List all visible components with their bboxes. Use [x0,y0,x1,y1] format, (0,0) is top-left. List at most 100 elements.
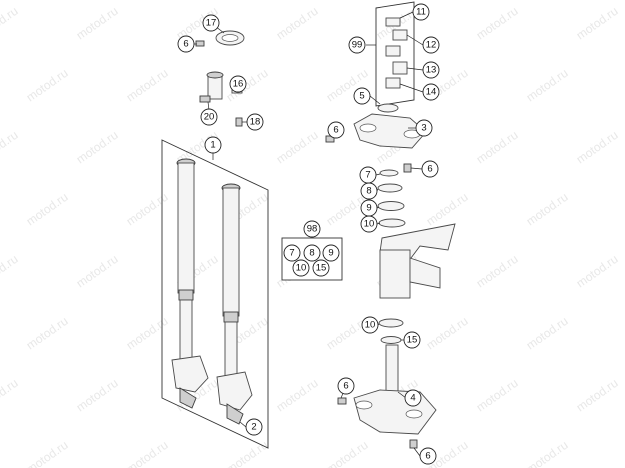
fork-leg-right [216,183,253,425]
callout-14: 14 [422,83,440,101]
callout-1: 1 [204,136,222,154]
svg-text:16: 16 [233,79,244,90]
svg-text:20: 20 [204,112,215,123]
screw-6-upper-left [325,135,335,143]
callout-6-top-left: 6 [177,35,195,53]
watermark-text: motod.ru [124,190,171,229]
svg-text:9: 9 [366,203,371,214]
watermark-text: motod.ru [474,128,521,167]
callout-6-upper-right: 6 [421,160,439,178]
callout-17: 17 [202,14,220,32]
watermark-text: motod.ru [0,4,21,43]
callout-15: 15 [403,331,421,349]
watermark-text: motod.ru [74,4,121,43]
callout-5: 5 [353,87,371,105]
callout-12: 12 [422,36,440,54]
watermark-text: motod.ru [24,314,71,353]
svg-text:4: 4 [410,393,415,404]
svg-text:14: 14 [426,87,437,98]
callout-4: 4 [404,389,422,407]
svg-text:10: 10 [296,263,307,274]
watermark-text: motod.ru [0,128,21,167]
watermark-text: motod.ru [224,438,271,468]
svg-text:15: 15 [316,263,327,274]
watermark-text: motod.ru [524,66,571,105]
watermark-text: motod.ru [274,128,321,167]
watermark-text: motod.ru [0,252,21,291]
callout-18: 18 [246,113,264,131]
watermark-text: motod.ru [0,376,21,415]
watermark-text: motod.ru [524,190,571,229]
svg-text:18: 18 [250,117,261,128]
callout-3: 3 [415,119,433,137]
watermark-text: motod.ru [74,128,121,167]
svg-text:98: 98 [307,224,318,235]
watermark-text: motod.ru [124,314,171,353]
callout-10-upper: 10 [360,215,378,233]
watermark-text: motod.ru [274,376,321,415]
svg-text:2: 2 [251,422,256,433]
callout-6-lower-left: 6 [337,377,355,395]
kit-callout-7: 7 [283,244,301,262]
svg-text:99: 99 [352,40,363,51]
watermark-text: motod.ru [74,252,121,291]
svg-text:6: 6 [343,381,348,392]
watermark-text: motod.ru [474,252,521,291]
bearing-stack-upper [377,169,406,228]
watermark-text: motod.ru [274,4,321,43]
kit-callout-15: 15 [312,259,330,277]
leader-lines [193,11,424,457]
svg-text:7: 7 [289,248,294,259]
screw-6-lower-right [409,439,418,449]
watermark-text: motod.ru [574,376,621,415]
svg-text:3: 3 [421,123,426,134]
callout-8: 8 [360,182,378,200]
watermark-text: motod.ru [24,438,71,468]
fork-assembly-box [161,139,269,449]
screw-6-lower-left [337,397,347,405]
svg-text:17: 17 [206,18,217,29]
fork-leg-left [171,158,209,409]
svg-text:6: 6 [427,164,432,175]
watermark-text: motod.ru [524,438,571,468]
lower-triple-clamp-4 [353,344,437,435]
svg-text:10: 10 [364,219,375,230]
watermark-text: motod.ru [424,190,471,229]
svg-text:5: 5 [359,91,364,102]
watermark-text: motod.ru [24,66,71,105]
upper-triple-clamp-3 [353,113,427,149]
svg-text:11: 11 [416,7,426,18]
watermark-text: motod.ru [474,4,521,43]
svg-text:9: 9 [328,248,333,259]
watermark-text: motod.ru [324,438,371,468]
watermark-text: motod.ru [574,252,621,291]
svg-text:12: 12 [426,40,437,51]
kit-callout-10: 10 [292,259,310,277]
nut-5 [377,103,399,113]
watermark-text: motod.ru [124,438,171,468]
watermark-text: motod.ru [424,314,471,353]
svg-text:6: 6 [333,125,338,136]
callout-6-lower-right: 6 [419,447,437,465]
frame-steering-head [379,223,456,299]
svg-text:8: 8 [366,186,371,197]
callout-7: 7 [359,166,377,184]
watermark-text: motod.ru [574,128,621,167]
callout-11: 11 [412,3,430,21]
bearing-stack-lower [378,318,404,344]
callout-9: 9 [360,199,378,217]
callout-20: 20 [200,108,218,126]
kit-callout-9: 9 [322,244,340,262]
callout-13: 13 [422,61,440,79]
svg-text:6: 6 [425,451,430,462]
callout-10-lower: 10 [361,316,379,334]
fork-clamp-17 [215,30,245,46]
screw-6-upper-right [403,163,412,173]
watermark-text: motod.ru [24,190,71,229]
part-18 [235,117,243,127]
svg-text:6: 6 [183,39,188,50]
kit-callout-8: 8 [303,244,321,262]
screw-6-top-left [195,40,205,47]
callout-99: 99 [348,36,366,54]
